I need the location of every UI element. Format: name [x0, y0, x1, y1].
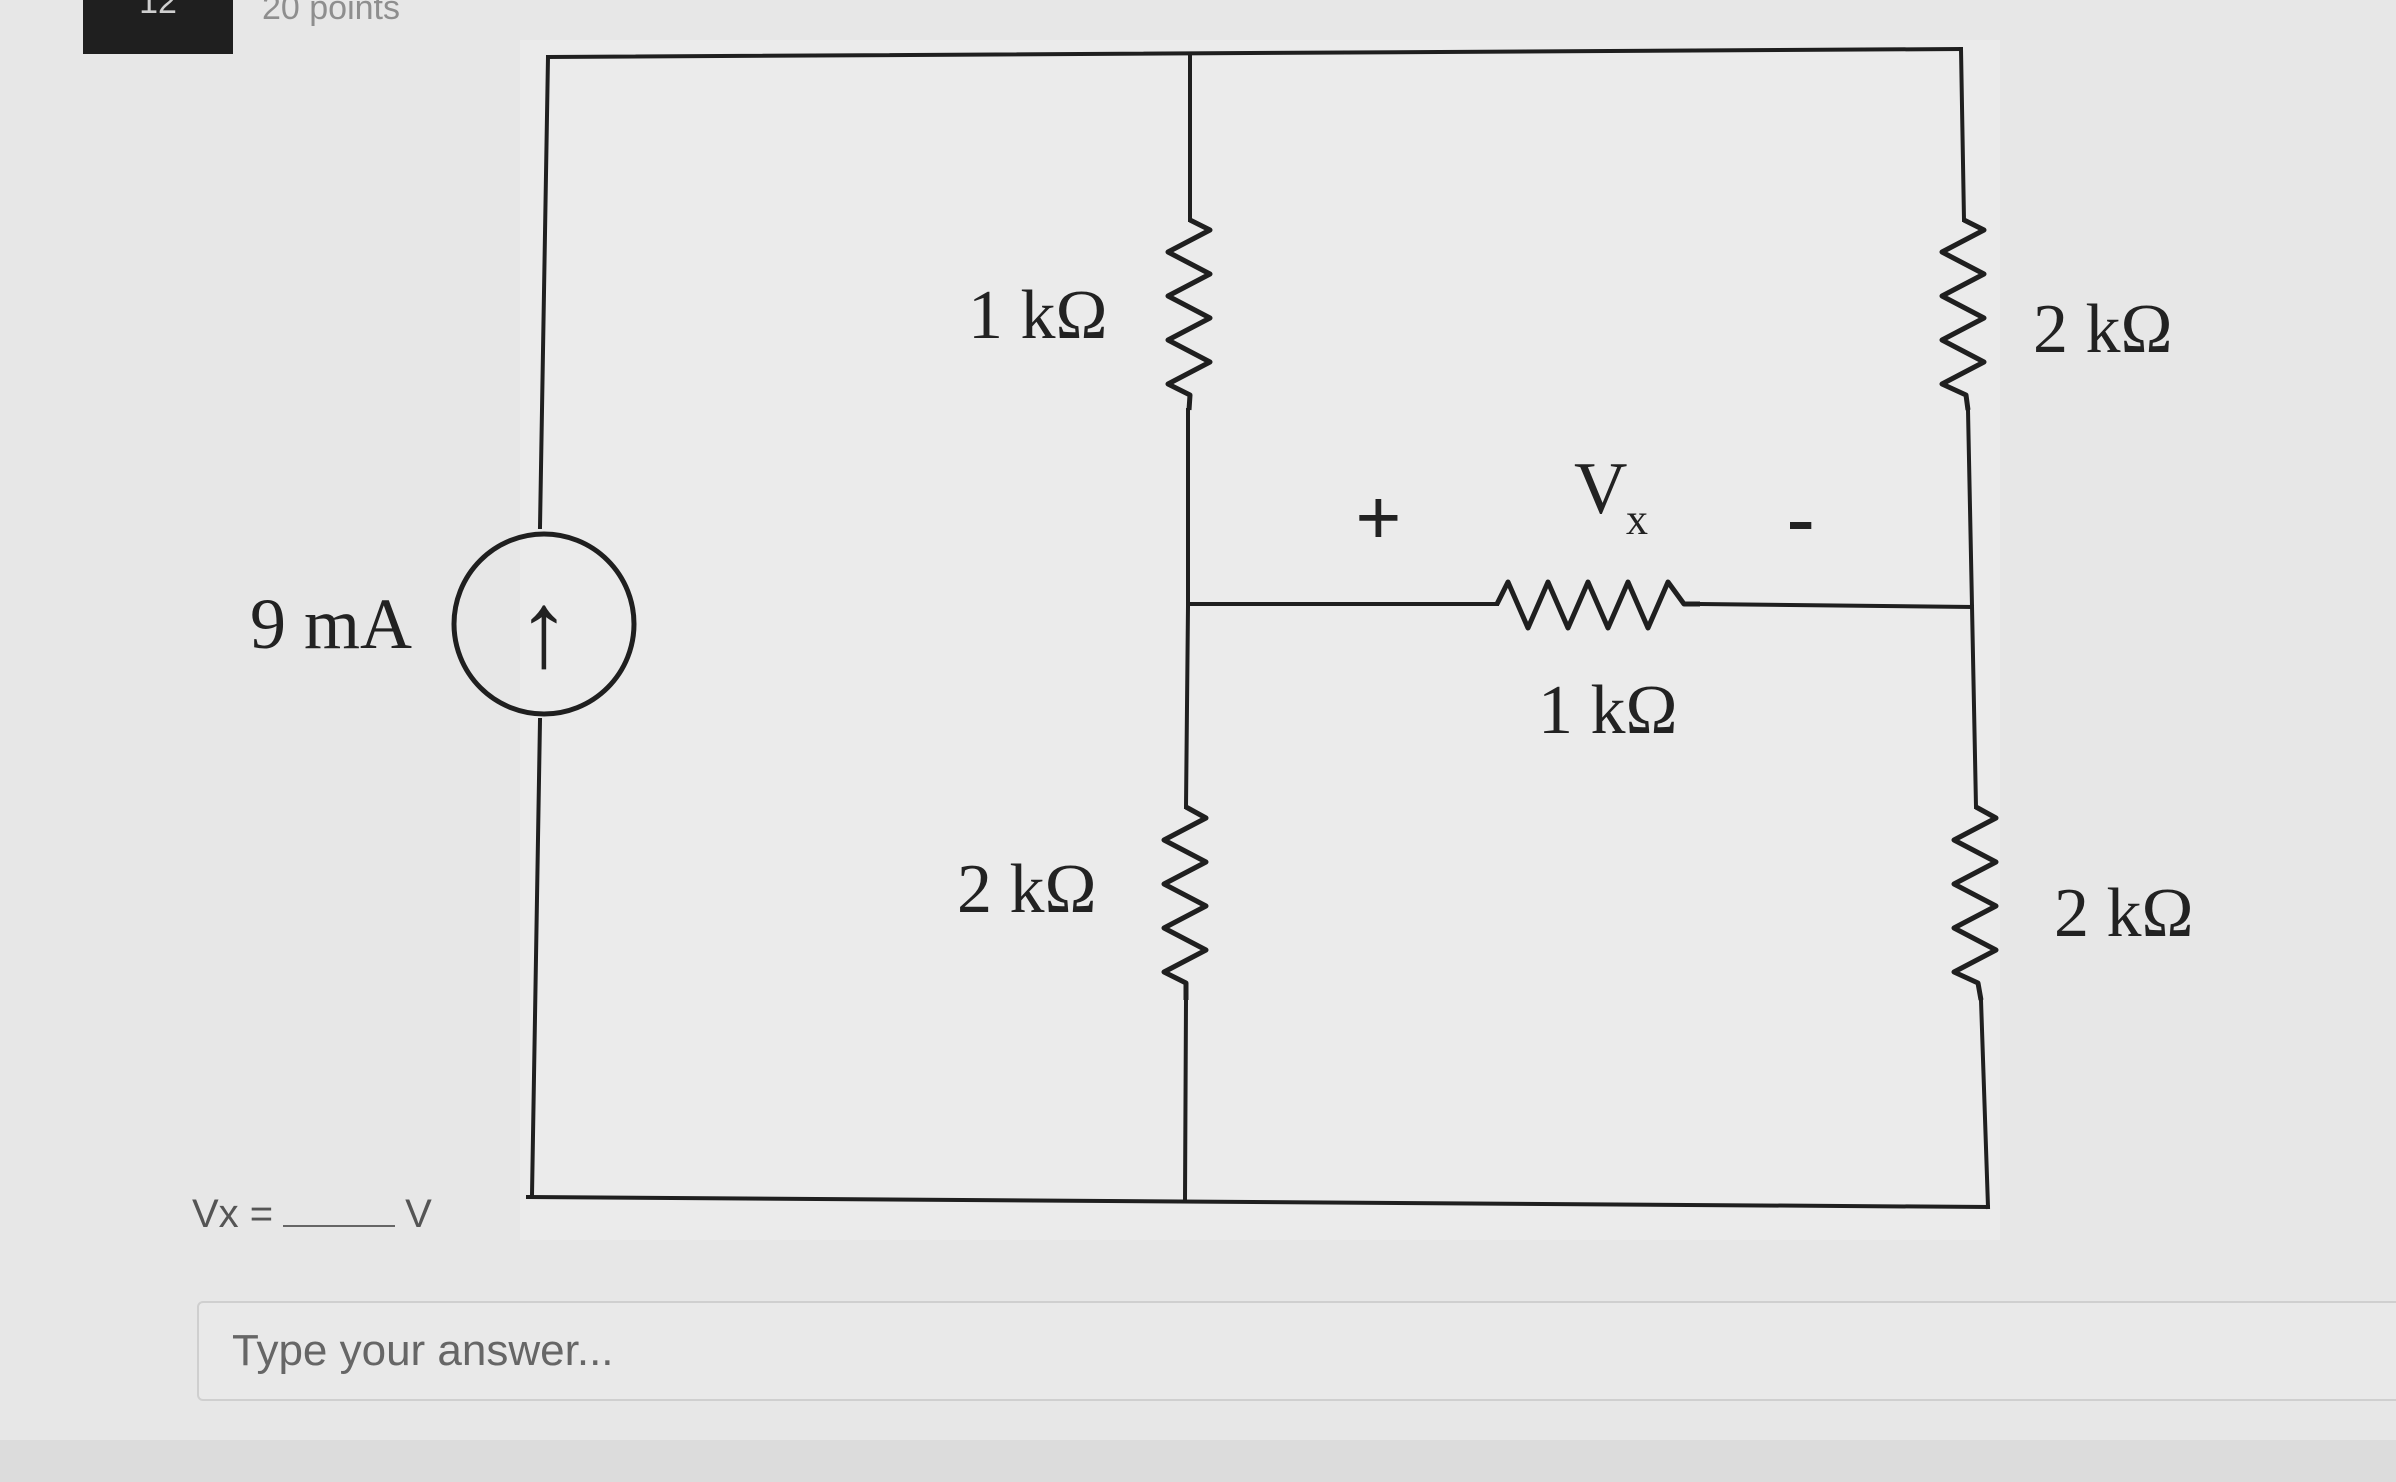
current-source-circle [451, 531, 637, 717]
vx-subscript: x [1626, 495, 1648, 544]
current-source: ↑ [451, 531, 637, 717]
label-r-bottom-right: 2 kΩ [2054, 875, 2194, 952]
vx-minus-sign: - [1787, 472, 1814, 563]
top-wire [545, 46, 1964, 60]
answer-placeholder: Type your answer... [232, 1326, 614, 1375]
resistor-bottom-right [1951, 804, 1999, 1001]
bottom-area [0, 1440, 2396, 1482]
label-r-middle: 1 kΩ [1538, 672, 1678, 749]
resistors [1161, 217, 1999, 1001]
circuit-wires [525, 46, 1991, 1210]
label-r-bottom-left: 2 kΩ [957, 851, 1097, 928]
vx-plus-sign: + [1355, 472, 1402, 563]
label-r-top-left: 1 kΩ [968, 277, 1108, 354]
answer-input[interactable]: Type your answer... [197, 1301, 2396, 1401]
answer-blank [283, 1195, 396, 1227]
left-wire-lower [529, 717, 543, 1198]
label-r-top-right: 2 kΩ [2033, 291, 2173, 368]
points-label: 20 points [262, 0, 400, 27]
question-header: 12 20 points [0, 0, 2396, 54]
resistor-top-right [1939, 217, 1987, 411]
resistor-top-left [1165, 217, 1213, 411]
middle-horizontal-wire [1186, 601, 1975, 610]
answer-variable-label: Vx = [192, 1192, 274, 1236]
resistor-middle [1494, 579, 1700, 631]
left-wire-upper [537, 54, 551, 530]
middle-vertical-wire [1182, 55, 1192, 1203]
answer-unit-label: V [405, 1192, 432, 1236]
resistor-bottom-left [1161, 804, 1209, 1000]
answer-prompt: Vx = V [192, 1192, 432, 1237]
vx-label: V [1574, 448, 1627, 530]
current-source-arrow-icon: ↑ [517, 571, 571, 690]
question-number-badge: 12 [83, 0, 233, 54]
bottom-wire [525, 1194, 1991, 1210]
source-label: 9 mA [250, 584, 412, 664]
circuit-panel [520, 40, 2000, 1240]
